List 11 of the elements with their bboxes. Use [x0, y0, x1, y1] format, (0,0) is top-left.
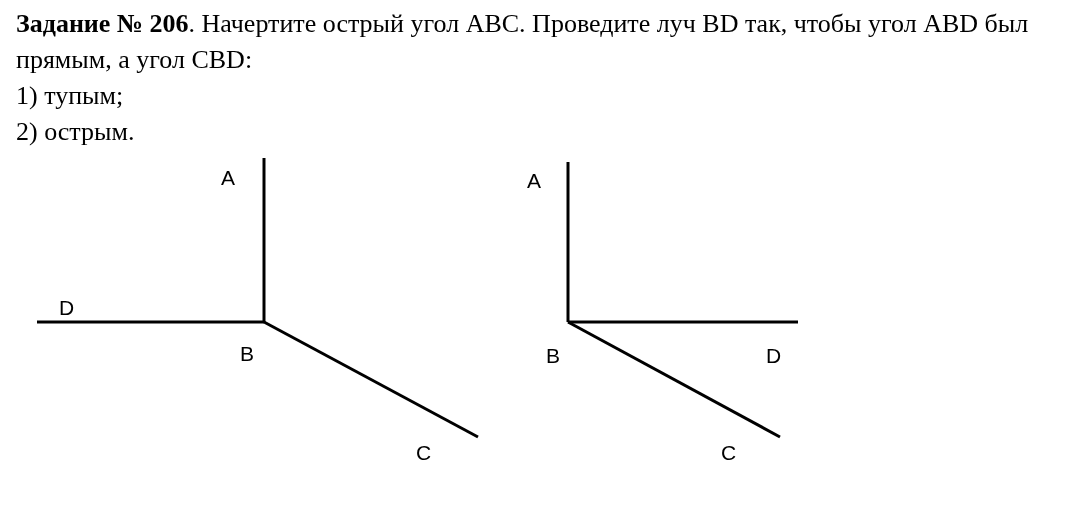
answer-option: 1) тупым;	[16, 78, 124, 114]
task-text: Задание № 206. Начертите острый угол ABC. Проведите луч BD так, чтобы угол ABD был прямым, а угол CBD:	[16, 8, 1030, 76]
point-label: B	[240, 342, 254, 366]
point-label: D	[59, 296, 75, 320]
point-label: D	[766, 344, 782, 368]
answer-option: 2) острым.	[16, 114, 135, 150]
point-label: C	[721, 441, 737, 465]
point-label: A	[527, 169, 541, 193]
point-label: C	[416, 441, 432, 465]
point-label: A	[221, 166, 235, 190]
point-label: B	[546, 344, 560, 368]
